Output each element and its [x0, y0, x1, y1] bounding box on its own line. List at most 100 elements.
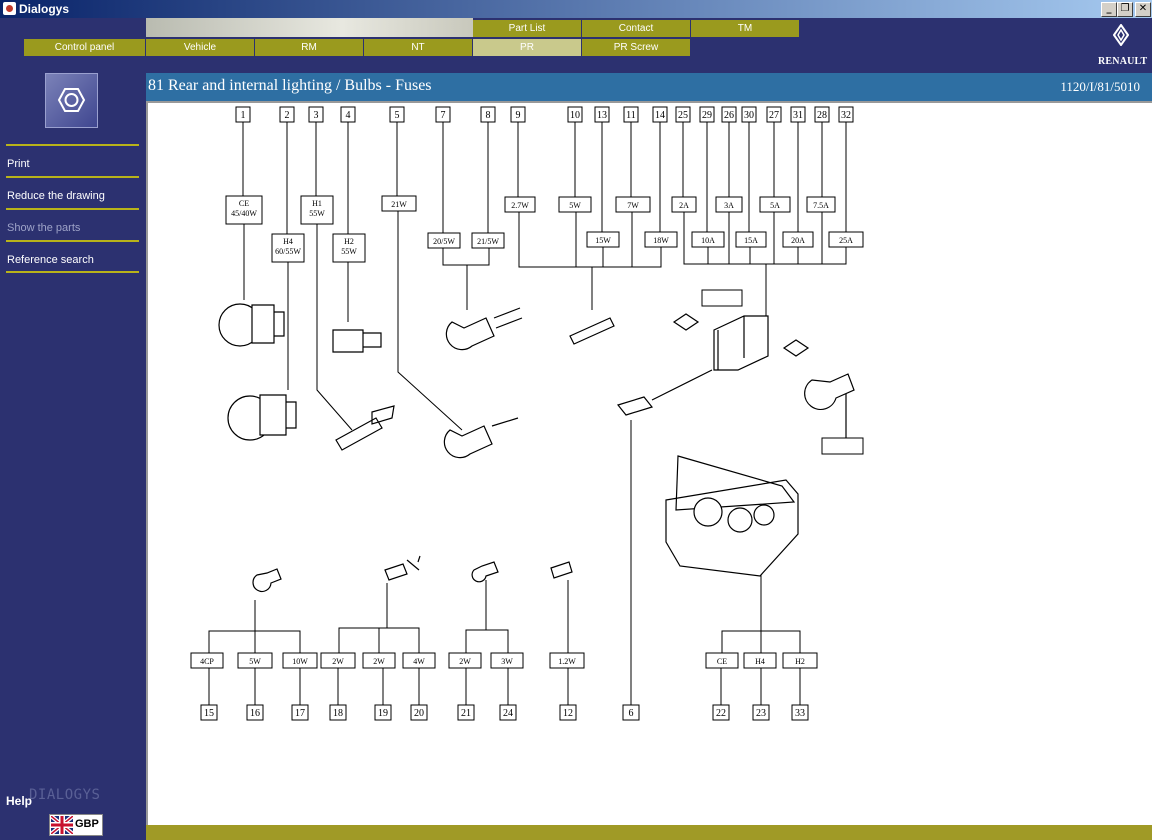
tab-control-panel[interactable]: Control panel [24, 39, 146, 56]
part-ref-11[interactable]: 11 [623, 106, 639, 123]
page-reference: 1120/I/81/5010 [1060, 79, 1140, 94]
part-ref-33[interactable]: 33 [791, 704, 809, 721]
part-ref-18[interactable]: 18 [329, 704, 347, 721]
part-ref-32[interactable]: 32 [838, 106, 854, 123]
part-ref-29[interactable]: 29 [699, 106, 715, 123]
bulb-icon [693, 497, 723, 527]
part-ref-13[interactable]: 13 [594, 106, 610, 123]
part-ref-10[interactable]: 10 [567, 106, 583, 123]
part-ref-23[interactable]: 23 [752, 704, 770, 721]
minimize-icon[interactable]: _ [1101, 2, 1117, 17]
part-ref-27[interactable]: 27 [766, 106, 782, 123]
part-ref-7[interactable]: 7 [435, 106, 451, 123]
fuse-spec-box[interactable]: 2A [671, 196, 697, 213]
bulb-value-box[interactable]: 4W [402, 652, 436, 669]
bulb-value-box[interactable]: H4 [743, 652, 777, 669]
bulb-spec-box[interactable]: 15W [586, 231, 620, 248]
fuse-spec-box[interactable]: 25A [828, 231, 864, 248]
fuse-spec-box[interactable]: 15A [735, 231, 767, 248]
part-ref-14[interactable]: 14 [652, 106, 668, 123]
bulb-value-box[interactable]: CE [705, 652, 739, 669]
part-ref-19[interactable]: 19 [374, 704, 392, 721]
bulb-spec-box[interactable]: 7W [615, 196, 651, 213]
bulb-spec-box[interactable]: 18W [644, 231, 678, 248]
part-ref-21[interactable]: 21 [457, 704, 475, 721]
h2-bulb-icon [332, 329, 382, 353]
restore-icon[interactable]: ❐ [1117, 2, 1133, 17]
svg-text:31: 31 [793, 110, 803, 121]
blank-label-box[interactable] [821, 437, 864, 455]
svg-text:9: 9 [516, 110, 521, 121]
headlamp-bulb-icon [251, 304, 285, 344]
fuse-spec-box[interactable]: 7.5A [806, 196, 836, 213]
part-ref-6[interactable]: 6 [622, 704, 640, 721]
svg-text:18: 18 [333, 708, 343, 719]
fuse-symbol-icon [672, 313, 700, 331]
sidebar-item-reduce-drawing[interactable]: Reduce the drawing [7, 190, 105, 202]
tab-pr-screw[interactable]: PR Screw [582, 39, 691, 56]
bulb-value-box[interactable]: 10W [282, 652, 318, 669]
tab-nt[interactable]: NT [364, 39, 473, 56]
bulb-spec-box[interactable]: 21/5W [471, 232, 505, 249]
bulb-value-box[interactable]: 2W [320, 652, 356, 669]
tab-contact[interactable]: Contact [582, 20, 691, 37]
svg-text:7W: 7W [627, 201, 639, 210]
bulb-spec-box[interactable]: 20/5W [427, 232, 461, 249]
part-ref-4[interactable]: 4 [340, 106, 356, 123]
bulb-spec-box[interactable]: 21W [381, 195, 417, 212]
svg-text:11: 11 [626, 110, 636, 121]
part-ref-2[interactable]: 2 [279, 106, 295, 123]
part-ref-8[interactable]: 8 [480, 106, 496, 123]
tab-part-list[interactable]: Part List [473, 20, 582, 37]
blank-label-box[interactable] [701, 289, 743, 307]
bulb-value-box[interactable]: 3W [490, 652, 524, 669]
part-ref-28[interactable]: 28 [814, 106, 830, 123]
part-ref-1[interactable]: 1 [235, 106, 251, 123]
sidebar-item-reference-search[interactable]: Reference search [7, 254, 94, 266]
part-ref-17[interactable]: 17 [291, 704, 309, 721]
menu-divider [6, 271, 139, 273]
tab-pr[interactable]: PR [473, 39, 582, 56]
part-ref-26[interactable]: 26 [721, 106, 737, 123]
part-ref-9[interactable]: 9 [510, 106, 526, 123]
bulb-value-box[interactable]: 1.2W [549, 652, 585, 669]
part-ref-5[interactable]: 5 [389, 106, 405, 123]
bulb-value-box[interactable]: 2W [448, 652, 482, 669]
tab-tm[interactable]: TM [691, 20, 800, 37]
tab-rm[interactable]: RM [255, 39, 364, 56]
sidebar-item-show-parts[interactable]: Show the parts [7, 222, 81, 234]
language-selector[interactable]: GBP [49, 814, 103, 836]
close-icon[interactable]: ✕ [1135, 2, 1151, 17]
part-ref-12[interactable]: 12 [559, 704, 577, 721]
fuse-spec-box[interactable]: 10A [691, 231, 725, 248]
svg-text:4CP: 4CP [200, 657, 214, 666]
part-ref-3[interactable]: 3 [308, 106, 324, 123]
bulb-value-box[interactable]: 5W [237, 652, 273, 669]
part-ref-20[interactable]: 20 [410, 704, 428, 721]
bulb-spec-box[interactable]: 2.7W [504, 196, 536, 213]
bulb-value-box[interactable]: 2W [362, 652, 396, 669]
part-ref-16[interactable]: 16 [246, 704, 264, 721]
fuse-spec-box[interactable]: 3A [715, 196, 743, 213]
svg-text:CE: CE [717, 657, 727, 666]
bulb-value-box[interactable]: 4CP [190, 652, 224, 669]
part-ref-25[interactable]: 25 [675, 106, 691, 123]
part-ref-24[interactable]: 24 [499, 704, 517, 721]
bulb-spec-box[interactable]: 5W [558, 196, 592, 213]
sidebar-item-print[interactable]: Print [7, 158, 30, 170]
bulb-value-box[interactable]: H2 [782, 652, 818, 669]
fuse-spec-box[interactable]: 20A [782, 231, 814, 248]
part-ref-30[interactable]: 30 [741, 106, 757, 123]
tab-vehicle[interactable]: Vehicle [146, 39, 255, 56]
part-ref-22[interactable]: 22 [712, 704, 730, 721]
part-ref-15[interactable]: 15 [200, 704, 218, 721]
fuse-spec-box[interactable]: 5A [759, 196, 791, 213]
help-button[interactable]: Help [6, 794, 33, 808]
part-ref-31[interactable]: 31 [790, 106, 806, 123]
